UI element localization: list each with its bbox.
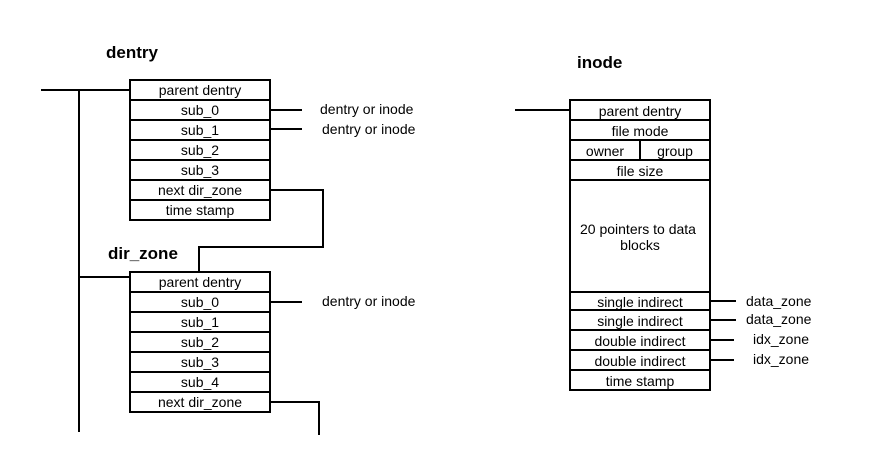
- dentry-row-label: next dir_zone: [158, 182, 242, 198]
- inode-pointers-block: [569, 179, 711, 293]
- dir-zone-title: dir_zone: [108, 244, 178, 263]
- dentry-table: parent dentry sub_0 sub_1 sub_2 sub_3 ne…: [129, 79, 271, 221]
- dentry-row-label: sub_1: [181, 122, 219, 138]
- dir-zone-row-label: sub_2: [181, 334, 219, 350]
- dentry-row-label: sub_0: [181, 102, 219, 118]
- inode-pointers-label-line1: 20 pointers to data: [580, 221, 696, 237]
- dentry-row-label: parent dentry: [159, 82, 242, 98]
- dir-zone-next-connector: [270, 401, 320, 435]
- dentry-next-dir-zone-connector: [198, 189, 324, 272]
- inode-file-size-label: file size: [617, 163, 664, 179]
- dir-zone-row-label: sub_3: [181, 354, 219, 370]
- inode-file-mode-label: file mode: [612, 123, 669, 139]
- inode-parent-label: parent dentry: [599, 103, 682, 119]
- inode-pointers-label-line2: blocks: [620, 237, 660, 253]
- dir-zone-row-label: next dir_zone: [158, 394, 242, 410]
- dir-zone-row-label: sub_0: [181, 294, 219, 310]
- inode-indirect-label: single indirect: [597, 294, 683, 310]
- dentry-row-label: sub_3: [181, 162, 219, 178]
- dir-zone-table: parent dentry sub_0 sub_1 sub_2 sub_3 su…: [129, 271, 271, 413]
- dir-zone-row-label: sub_1: [181, 314, 219, 330]
- inode-owner-label: owner: [586, 143, 624, 159]
- dentry-row-label: sub_2: [181, 142, 219, 158]
- inode-indirect-label: double indirect: [594, 333, 685, 349]
- inode-time-stamp-row: [569, 369, 711, 391]
- inode-time-stamp-label: time stamp: [606, 373, 675, 389]
- dentry-sub1-note: dentry or inode: [322, 121, 416, 137]
- dentry-title: dentry: [106, 43, 159, 62]
- dir-zone-row-label: sub_4: [181, 374, 219, 390]
- dir-zone-sub0-note: dentry or inode: [322, 293, 416, 309]
- inode-table: parent dentry file mode owner group file…: [569, 99, 711, 391]
- inode-title: inode: [577, 53, 622, 72]
- inode-group-label: group: [657, 143, 693, 159]
- inode-indirect-label: single indirect: [597, 313, 683, 329]
- dir-zone-row-label: parent dentry: [159, 274, 242, 290]
- dentry-row-label: time stamp: [166, 202, 235, 218]
- inode-indirect-note: idx_zone: [753, 351, 809, 367]
- dentry-row-6: [129, 199, 271, 221]
- inode-indirect-note: data_zone: [746, 311, 812, 327]
- inode-indirect-note: data_zone: [746, 293, 812, 309]
- inode-indirect-label: double indirect: [594, 353, 685, 369]
- inode-indirect-note: idx_zone: [753, 331, 809, 347]
- dentry-sub0-note: dentry or inode: [320, 101, 414, 117]
